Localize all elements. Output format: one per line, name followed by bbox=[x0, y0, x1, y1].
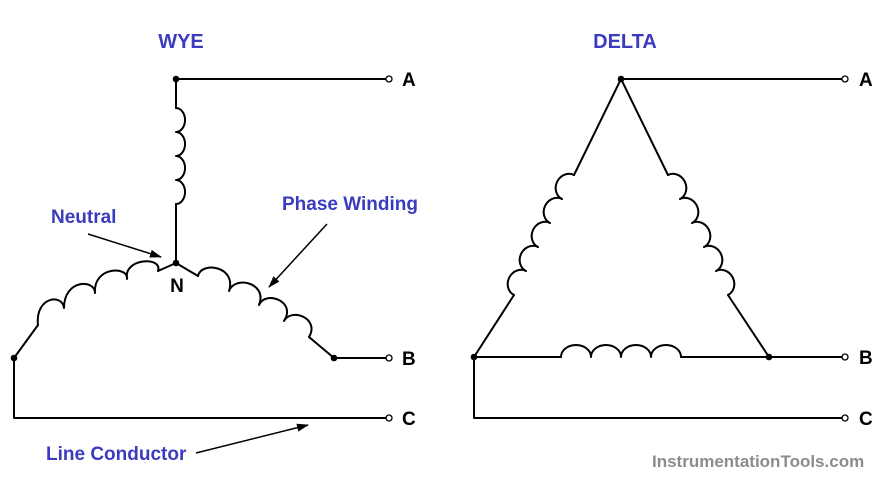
phase-winding-arrow bbox=[268, 223, 328, 288]
wye-terminal-c bbox=[385, 414, 393, 422]
delta-node-b bbox=[765, 353, 773, 361]
wye-terminal-b-label: B bbox=[402, 349, 416, 370]
wye-phase-a-winding bbox=[175, 107, 186, 205]
phase-winding-annotation: Phase Winding bbox=[282, 194, 418, 215]
delta-terminal-c bbox=[841, 414, 849, 422]
wye-diagram: WYE N A B C Neutral Phase Winding Line bbox=[10, 31, 418, 465]
wye-phase-b-lead-top bbox=[175, 262, 199, 277]
wye-title: WYE bbox=[158, 31, 204, 53]
delta-terminal-c-label: C bbox=[859, 409, 873, 430]
delta-phase-c-wire bbox=[473, 356, 843, 419]
delta-left-winding bbox=[506, 172, 575, 296]
wye-phase-b-lead-bottom bbox=[308, 336, 387, 359]
delta-bottom-winding bbox=[560, 344, 682, 358]
wye-phase-b-winding bbox=[197, 266, 313, 338]
wye-phase-c-winding bbox=[36, 260, 160, 326]
wye-neutral-node bbox=[172, 259, 180, 267]
wye-node-b bbox=[330, 354, 338, 362]
delta-right-winding bbox=[667, 172, 736, 296]
neutral-annotation: Neutral bbox=[51, 207, 116, 228]
delta-terminal-b-label: B bbox=[859, 348, 873, 369]
wye-neutral-point-label: N bbox=[170, 276, 184, 297]
delta-terminal-b bbox=[841, 353, 849, 361]
wye-terminal-c-label: C bbox=[402, 409, 416, 430]
wye-node-c bbox=[10, 354, 18, 362]
delta-node-c bbox=[470, 353, 478, 361]
delta-title: DELTA bbox=[593, 31, 657, 53]
wye-phase-c-lead-bottom bbox=[13, 324, 387, 419]
neutral-arrow bbox=[87, 233, 162, 258]
delta-node-a bbox=[617, 75, 625, 83]
delta-terminal-a bbox=[841, 75, 849, 83]
watermark-text: InstrumentationTools.com bbox=[652, 452, 864, 471]
delta-right-lead-top bbox=[620, 78, 669, 176]
delta-left-lead-top bbox=[573, 78, 622, 176]
delta-left-lead-bottom bbox=[473, 294, 515, 358]
wye-terminal-a-label: A bbox=[402, 70, 416, 91]
line-conductor-arrow bbox=[195, 423, 309, 454]
wye-terminal-b bbox=[385, 354, 393, 362]
delta-terminal-a-label: A bbox=[859, 70, 873, 91]
line-conductor-annotation: Line Conductor bbox=[46, 444, 187, 465]
wye-terminal-a bbox=[385, 75, 393, 83]
wye-node-a bbox=[172, 75, 180, 83]
delta-diagram: DELTA A B C bbox=[470, 31, 873, 430]
delta-right-lead-bottom bbox=[727, 294, 770, 358]
